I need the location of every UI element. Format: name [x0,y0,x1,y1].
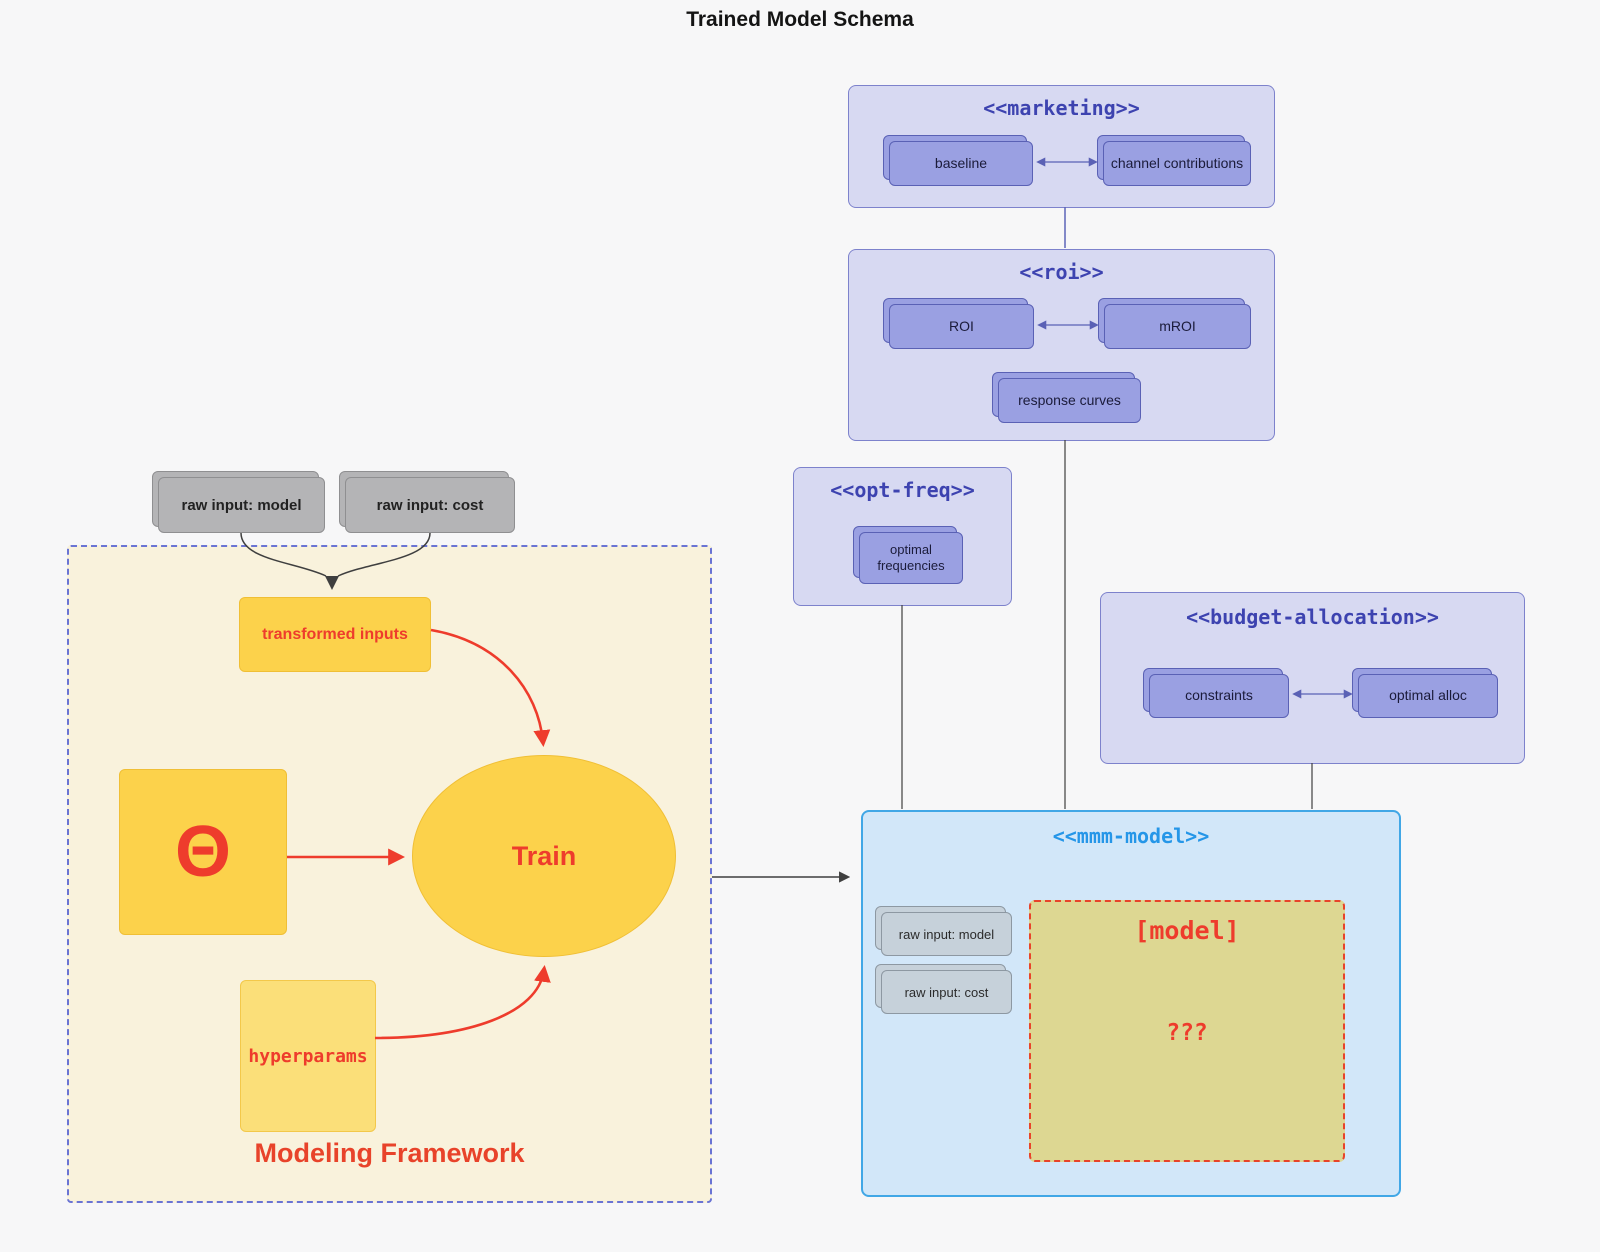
panel-mmm-model-title: <<mmm-model>> [1052,824,1210,848]
node-optimal-frequencies: optimal frequencies [853,526,963,584]
panel-roi: <<roi>> ROI mROI response curves [848,249,1275,441]
node-optimal-alloc: optimal alloc [1352,668,1498,718]
node-raw-input-model-label: raw input: model [181,496,302,514]
node-baseline-label: baseline [934,154,988,171]
node-mmm-raw-input-cost-label: raw input: cost [904,984,989,1000]
node-optimal-alloc-label: optimal alloc [1389,687,1467,704]
node-channel-contributions: channel contributions [1097,135,1251,186]
diagram-title: Trained Model Schema [686,8,914,31]
node-mmm-raw-input-model-label: raw input: model [898,926,995,942]
modeling-framework-label: Modeling Framework [254,1138,525,1168]
node-train-label: Train [511,840,577,871]
node-mroi-label: mROI [1159,317,1196,334]
node-transformed-inputs-label: transformed inputs [262,625,408,643]
node-response-curves-label: response curves [1018,391,1121,408]
node-constraints-label: constraints [1185,687,1253,704]
node-hyperparams: hyperparams [234,974,376,1132]
node-roi: ROI [883,298,1034,349]
panel-mmm-model: <<mmm-model>> raw input: model raw input… [861,810,1401,1197]
model-placeholder-box: [model] ??? [1029,900,1345,1162]
node-transformed-inputs: transformed inputs [233,591,431,672]
node-constraints: constraints [1143,668,1289,718]
node-hyperparams-label: hyperparams [248,1045,368,1067]
node-optimal-frequencies-label: optimal frequencies [877,541,945,573]
node-theta-label: Θ [174,812,231,892]
node-theta: Θ [113,763,287,935]
node-channel-contributions-label: channel contributions [1110,154,1244,171]
node-mmm-raw-input-model: raw input: model [875,906,1012,956]
model-box-label: [model] [1134,916,1240,945]
node-raw-input-model: raw input: model [152,471,325,533]
node-mroi: mROI [1098,298,1251,349]
panel-budget-allocation-title: <<budget-allocation>> [1186,605,1439,629]
node-train: Train [412,755,676,957]
node-baseline: baseline [883,135,1033,186]
panel-opt-freq-title: <<opt-freq>> [830,478,975,502]
panel-roi-title: <<roi>> [1019,260,1104,284]
panel-marketing-title: <<marketing>> [983,96,1140,120]
panel-opt-freq: <<opt-freq>> optimal frequencies [793,467,1012,606]
node-roi-label: ROI [949,317,974,334]
panel-budget-allocation: <<budget-allocation>> constraints optima… [1100,592,1525,764]
node-response-curves: response curves [992,372,1141,423]
node-raw-input-cost: raw input: cost [339,471,515,533]
model-box-placeholder: ??? [1166,1020,1208,1046]
node-mmm-raw-input-cost: raw input: cost [875,964,1012,1014]
panel-marketing: <<marketing>> baseline channel contribut… [848,85,1275,208]
node-raw-input-cost-label: raw input: cost [376,496,484,514]
